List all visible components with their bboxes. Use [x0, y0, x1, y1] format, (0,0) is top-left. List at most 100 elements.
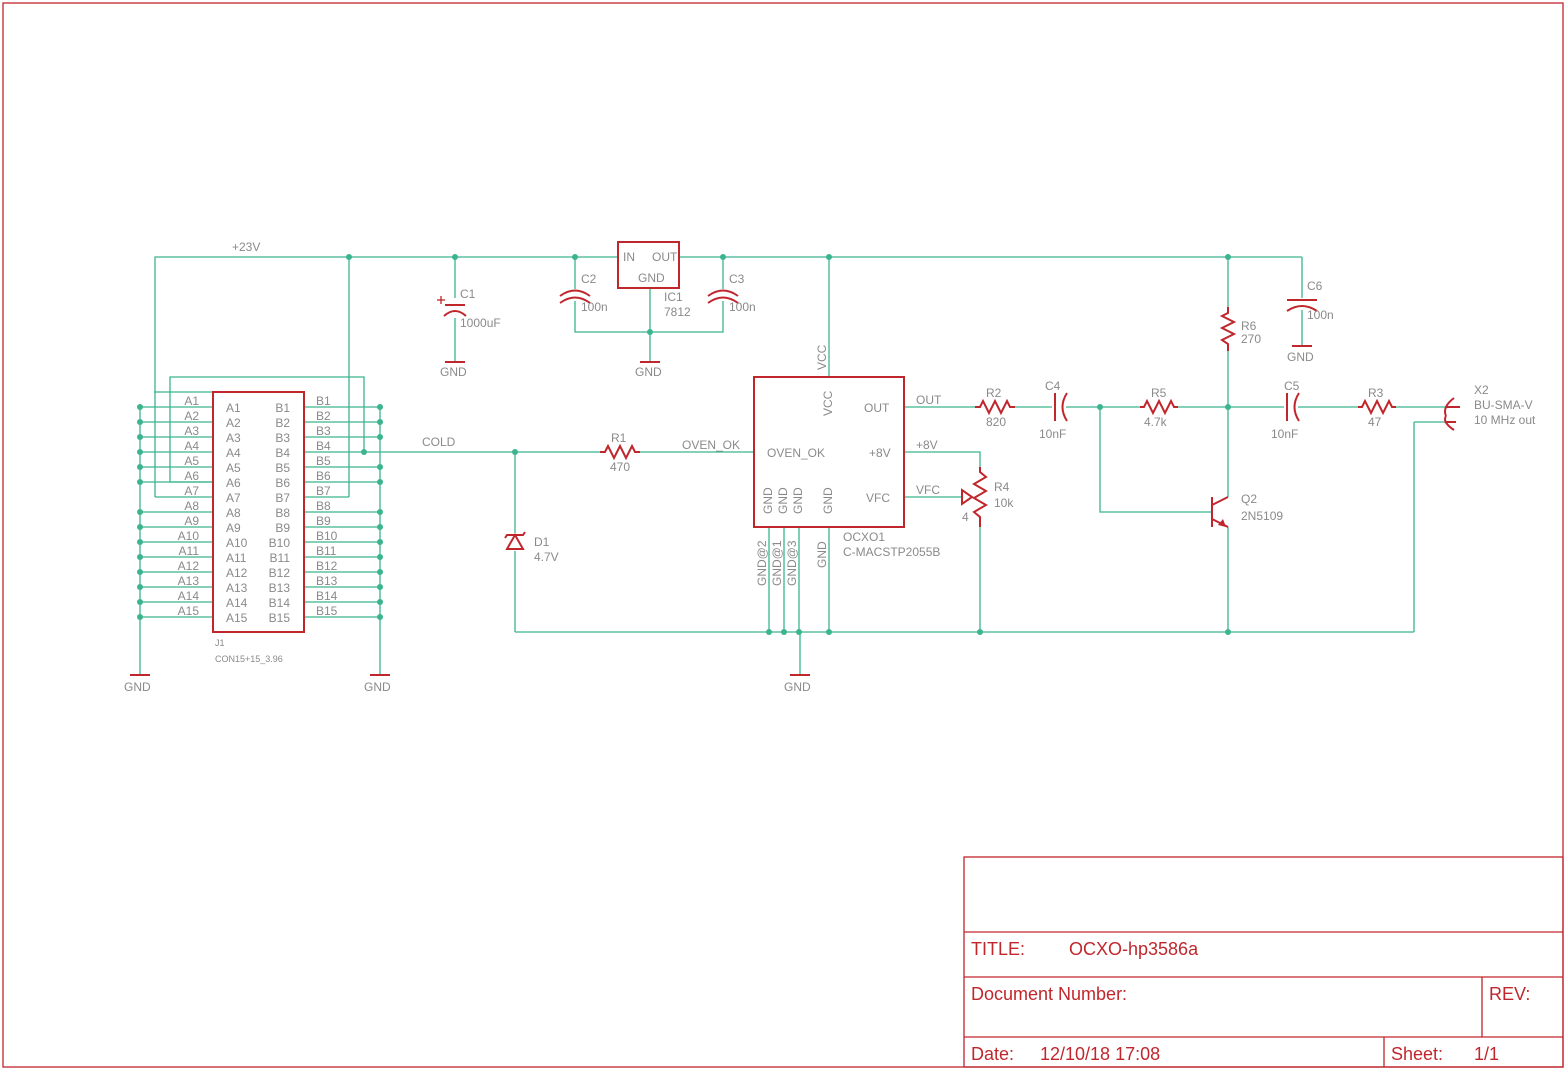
- j1-pin-inner-b11: B11: [270, 551, 291, 565]
- svg-text:GND: GND: [784, 680, 811, 694]
- j1-pin-outer-a10: A10: [178, 529, 200, 543]
- svg-text:+8V: +8V: [869, 446, 891, 460]
- svg-text:R1: R1: [611, 431, 627, 445]
- j1-pin-outer-a14: A14: [178, 589, 200, 603]
- junction-dot: [781, 629, 787, 635]
- junction-dot: [346, 254, 352, 260]
- date-value: 12/10/18 17:08: [1040, 1044, 1160, 1064]
- j1-pin-inner-a3: A3: [226, 431, 241, 445]
- sheet-value: 1/1: [1474, 1044, 1499, 1064]
- capacitor-c2: C2 100n: [559, 272, 608, 314]
- junction-dot: [377, 599, 383, 605]
- document-number-label: Document Number:: [971, 984, 1127, 1004]
- junction-dot: [137, 464, 143, 470]
- j1-pin-inner-a12: A12: [226, 566, 248, 580]
- potentiometer-r4: R4 10k 4: [961, 467, 1014, 527]
- j1-pin-outer-b2: B2: [316, 409, 331, 423]
- svg-text:D1: D1: [534, 535, 550, 549]
- svg-text:C3: C3: [729, 272, 745, 286]
- svg-text:C4: C4: [1045, 379, 1061, 393]
- svg-text:270: 270: [1241, 332, 1261, 346]
- j1-pin-inner-a1: A1: [226, 401, 241, 415]
- j1-pin-inner-a9: A9: [226, 521, 241, 535]
- junction-dot: [377, 419, 383, 425]
- junction-dot: [377, 539, 383, 545]
- svg-text:R5: R5: [1151, 386, 1167, 400]
- j1-pin-outer-b10: B10: [316, 529, 338, 543]
- j1-pin-inner-b9: B9: [275, 521, 290, 535]
- junction-dot: [512, 449, 518, 455]
- junction-dot: [720, 254, 726, 260]
- svg-text:OUT: OUT: [652, 250, 678, 264]
- j1-pin-inner-b12: B12: [269, 566, 291, 580]
- svg-text:1000uF: 1000uF: [460, 316, 501, 330]
- j1-pin-inner-b1: B1: [275, 401, 290, 415]
- junction-dot: [137, 599, 143, 605]
- j1-pin-inner-b4: B4: [275, 446, 290, 460]
- j1-pin-outer-b6: B6: [316, 469, 331, 483]
- j1-pin-outer-b1: B1: [316, 394, 331, 408]
- j1-pin-inner-b5: B5: [275, 461, 290, 475]
- junction-dot: [137, 509, 143, 515]
- date-label: Date:: [971, 1044, 1014, 1064]
- j1-pin-inner-a7: A7: [226, 491, 241, 505]
- svg-text:OVEN_OK: OVEN_OK: [767, 446, 825, 460]
- svg-text:VFC: VFC: [866, 491, 890, 505]
- junction-dot: [137, 569, 143, 575]
- svg-text:GND: GND: [440, 365, 467, 379]
- svg-text:GND: GND: [761, 487, 775, 514]
- junction-dot: [137, 449, 143, 455]
- j1-pin-outer-a1: A1: [184, 394, 199, 408]
- svg-text:4.7V: 4.7V: [534, 550, 559, 564]
- svg-text:10nF: 10nF: [1039, 427, 1066, 441]
- junction-dot: [377, 479, 383, 485]
- net-label-gnd1: GND@1: [770, 540, 784, 586]
- junction-dot: [377, 584, 383, 590]
- capacitor-c1: C1 1000uF: [437, 287, 501, 330]
- net-label-supply: +23V: [232, 240, 260, 254]
- rev-label: REV:: [1489, 984, 1530, 1004]
- svg-text:100n: 100n: [1307, 308, 1334, 322]
- svg-text:J1: J1: [215, 638, 225, 648]
- svg-text:820: 820: [986, 415, 1006, 429]
- j1-pin-inner-a2: A2: [226, 416, 241, 430]
- svg-text:GND: GND: [776, 487, 790, 514]
- junction-dot: [377, 509, 383, 515]
- j1-pin-outer-a2: A2: [184, 409, 199, 423]
- sma-connector-x2: X2 BU-SMA-V 10 MHz out: [1444, 383, 1536, 431]
- svg-text:CON15+15_3.96: CON15+15_3.96: [215, 654, 283, 664]
- junction-dot: [377, 434, 383, 440]
- svg-text:470: 470: [610, 460, 630, 474]
- svg-text:R6: R6: [1241, 319, 1257, 333]
- net-label-gnd2: GND@2: [755, 540, 769, 586]
- resistor-r5: R5 4.7k: [1140, 386, 1178, 429]
- junction-dot: [826, 254, 832, 260]
- svg-text:IC1: IC1: [664, 290, 683, 304]
- junction-dot: [977, 629, 983, 635]
- j1-pin-inner-b3: B3: [275, 431, 290, 445]
- svg-text:Q2: Q2: [1241, 492, 1257, 506]
- junction-dot: [1225, 254, 1231, 260]
- svg-text:R3: R3: [1368, 386, 1384, 400]
- j1-pin-outer-b7: B7: [316, 484, 331, 498]
- junction-dot: [1225, 629, 1231, 635]
- svg-text:C6: C6: [1307, 279, 1323, 293]
- j1-pin-inner-b8: B8: [275, 506, 290, 520]
- j1-pin-inner-a10: A10: [226, 536, 248, 550]
- svg-text:C1: C1: [460, 287, 476, 301]
- junction-dot: [137, 434, 143, 440]
- net-label-oven-ok: OVEN_OK: [682, 438, 740, 452]
- resistor-r1: R1 470: [600, 431, 640, 474]
- resistor-r3: R3 47: [1358, 386, 1396, 429]
- j1-pin-outer-b11: B11: [316, 544, 337, 558]
- junction-dot: [377, 464, 383, 470]
- j1-pin-inner-a13: A13: [226, 581, 248, 595]
- svg-text:OUT: OUT: [864, 401, 890, 415]
- net-label-vcc: VCC: [815, 344, 829, 370]
- j1-pin-outer-a6: A6: [184, 469, 199, 483]
- gnd-symbol-j1-right: GND: [364, 674, 391, 694]
